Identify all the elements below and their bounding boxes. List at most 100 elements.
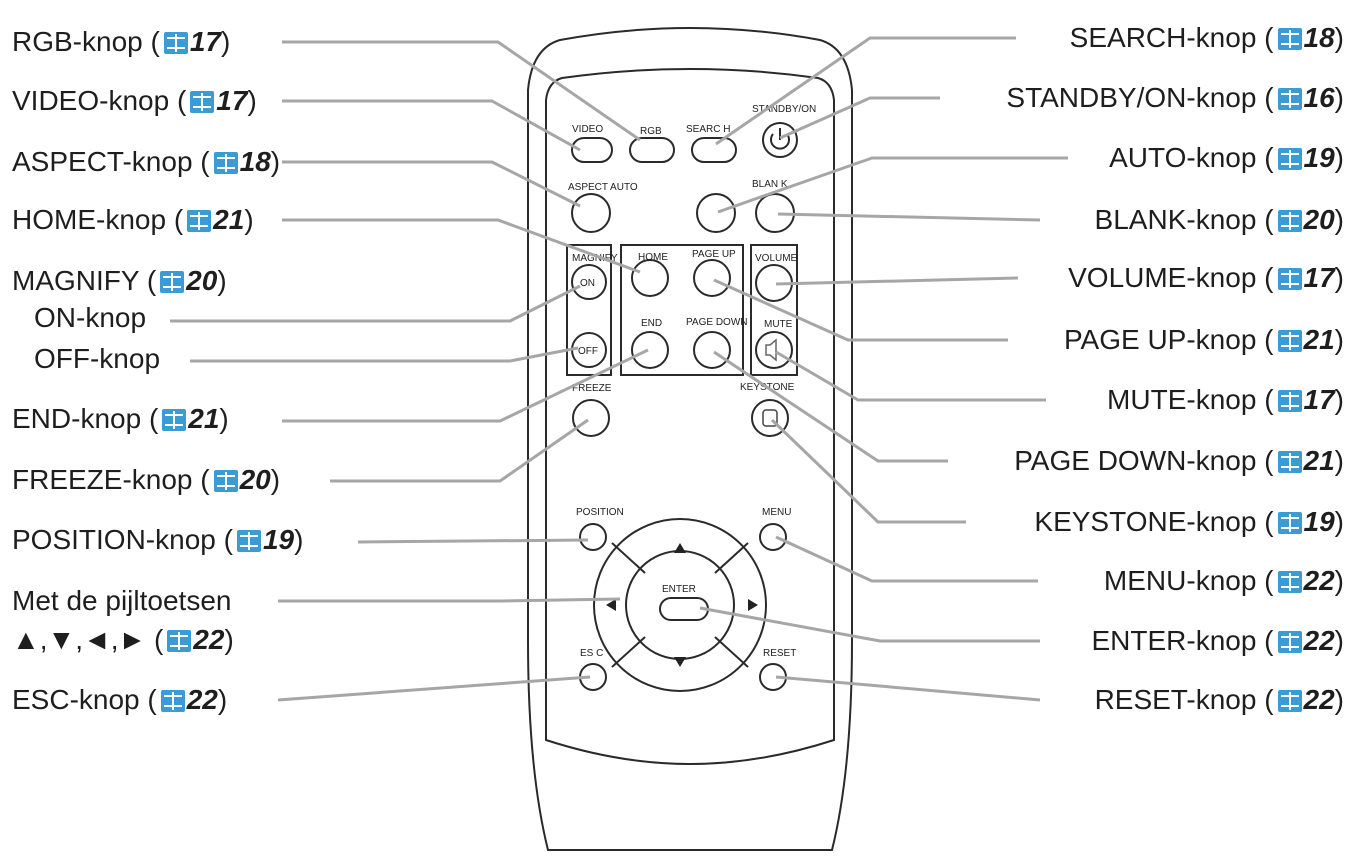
book-icon [160, 690, 185, 712]
label-volume: VOLUME-knop (17) [1068, 262, 1344, 293]
blank-text: BLAN K [752, 179, 788, 190]
standby-text: STANDBY/ON [752, 104, 816, 115]
label-arrows-line1: Met de pijltoetsen [12, 585, 232, 616]
leader-rgb [282, 40, 641, 142]
arrow-up-icon [674, 543, 686, 553]
leader-arrows [278, 597, 621, 603]
book-icon [190, 91, 215, 113]
label-arrows-line2: ▲,▼,◄,► (22) [12, 624, 234, 655]
magnify-frame [566, 244, 612, 376]
book-icon [167, 630, 192, 652]
freeze-button [572, 399, 610, 437]
label-blank: BLANK-knop (20) [1094, 204, 1344, 235]
position-text: POSITION [576, 507, 624, 518]
leader-on [170, 284, 581, 323]
label-pagedown: PAGE DOWN-knop (21) [1014, 445, 1344, 476]
book-icon [1277, 330, 1302, 352]
book-icon [163, 32, 188, 54]
pagedown-button [693, 331, 731, 369]
book-icon [213, 152, 238, 174]
keystone-icon [762, 409, 778, 427]
enter-text: ENTER [662, 584, 696, 595]
aspect-auto-text: ASPECT AUTO [568, 182, 638, 193]
esc-text: ES C [580, 648, 603, 659]
volume-text: VOLUME [755, 253, 798, 264]
arrow-down-icon [674, 657, 686, 667]
book-icon [187, 210, 212, 232]
leader-blank [777, 212, 1041, 222]
label-home: HOME-knop (21) [12, 204, 254, 235]
leader-esc [277, 675, 591, 702]
mute-text: MUTE [764, 319, 793, 330]
label-esc: ESC-knop (22) [12, 684, 228, 715]
leader-off [190, 346, 579, 363]
label-pageup: PAGE UP-knop (21) [1063, 324, 1344, 355]
book-icon [1277, 690, 1302, 712]
label-magnify-on: ON-knop [34, 302, 147, 333]
magnify-on-button [571, 264, 607, 300]
search-text: SEARC H [686, 124, 730, 135]
label-position: POSITION-knop (19) [12, 524, 304, 555]
power-icon [770, 133, 790, 150]
leader-video [282, 99, 581, 152]
leader-enter [699, 606, 1040, 643]
on-text: ON [580, 278, 595, 289]
book-icon [1277, 148, 1302, 170]
home-button [631, 259, 669, 297]
label-keystone: KEYSTONE-knop (19) [1034, 506, 1344, 537]
book-icon [1277, 268, 1302, 290]
search-button [691, 137, 737, 163]
leader-mute [775, 350, 1046, 402]
book-icon [1277, 210, 1302, 232]
label-end: END-knop (21) [12, 403, 229, 434]
book-icon [1277, 390, 1302, 412]
arrow-left-icon [606, 599, 616, 611]
label-magnify: MAGNIFY (20) [12, 265, 227, 296]
magnify-text: MAGNIFY [572, 253, 618, 264]
end-text: END [641, 318, 662, 329]
label-search: SEARCH-knop (18) [1069, 22, 1344, 53]
leader-standby [779, 96, 940, 140]
leader-search [715, 36, 1016, 146]
leader-home [282, 218, 641, 274]
leader-volume [775, 276, 1019, 286]
video-text: VIDEO [572, 124, 603, 135]
menu-text: MENU [762, 507, 791, 518]
arrow-right-icon [748, 599, 758, 611]
label-mute: MUTE-knop (17) [1107, 384, 1344, 415]
leader-position [357, 538, 589, 544]
label-magnify-off: OFF-knop [34, 343, 161, 374]
book-icon [1277, 631, 1302, 653]
rgb-text: RGB [640, 126, 662, 137]
leader-keystone [770, 418, 966, 524]
label-reset: RESET-knop (22) [1094, 684, 1344, 715]
book-icon [236, 530, 261, 552]
freeze-text: FREEZE [572, 383, 612, 394]
aspect-button [571, 193, 611, 233]
book-icon [1277, 512, 1302, 534]
rgb-button [629, 137, 675, 163]
book-icon [160, 271, 185, 293]
book-icon [1277, 88, 1302, 110]
pagedown-text: PAGE DOWN [686, 317, 747, 328]
leader-menu [775, 535, 1038, 583]
label-freeze: FREEZE-knop (20) [12, 464, 281, 495]
pageup-button [693, 259, 731, 297]
volume-frame [750, 244, 798, 376]
book-icon [213, 470, 238, 492]
home-text: HOME [638, 252, 668, 263]
leader-aspect [282, 160, 581, 208]
auto-button [696, 193, 736, 233]
video-button [571, 137, 613, 163]
reset-text: RESET [763, 648, 796, 659]
mute-button [755, 331, 793, 369]
label-video: VIDEO-knop (17) [12, 85, 257, 116]
leader-freeze [330, 418, 589, 483]
pageup-text: PAGE UP [692, 249, 736, 260]
leader-reset [775, 675, 1041, 702]
label-menu: MENU-knop (22) [1103, 565, 1344, 596]
leader-end [282, 348, 649, 423]
menu-button [759, 523, 787, 551]
